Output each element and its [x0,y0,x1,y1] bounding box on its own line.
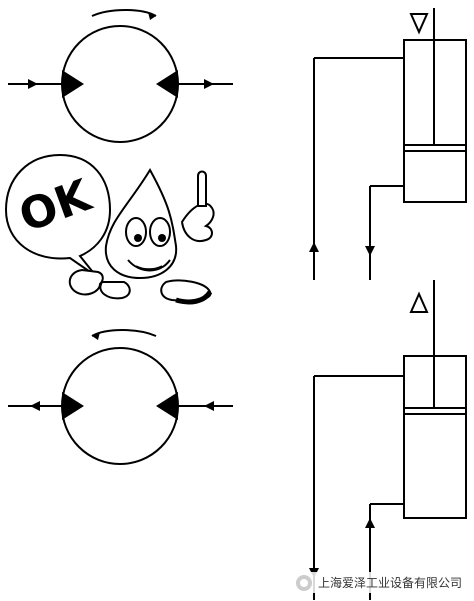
raised-hand [180,202,215,242]
pump-bottom [8,329,233,465]
pointing-finger [197,170,207,207]
pump-top [8,9,233,143]
cylinder-top [309,8,467,280]
cylinder-bottom [309,280,467,600]
wechat-icon [295,574,312,591]
left-eye [125,217,147,247]
left-foot [99,281,131,300]
speech-bubble [4,153,112,277]
watermark: 上海爱泽工业设备有限公司 [291,572,466,593]
right-eye [149,217,171,247]
lower-hand [68,268,104,296]
mascot-ok: OK [4,153,215,305]
watermark-text: 上海爱泽工业设备有限公司 [317,576,462,590]
